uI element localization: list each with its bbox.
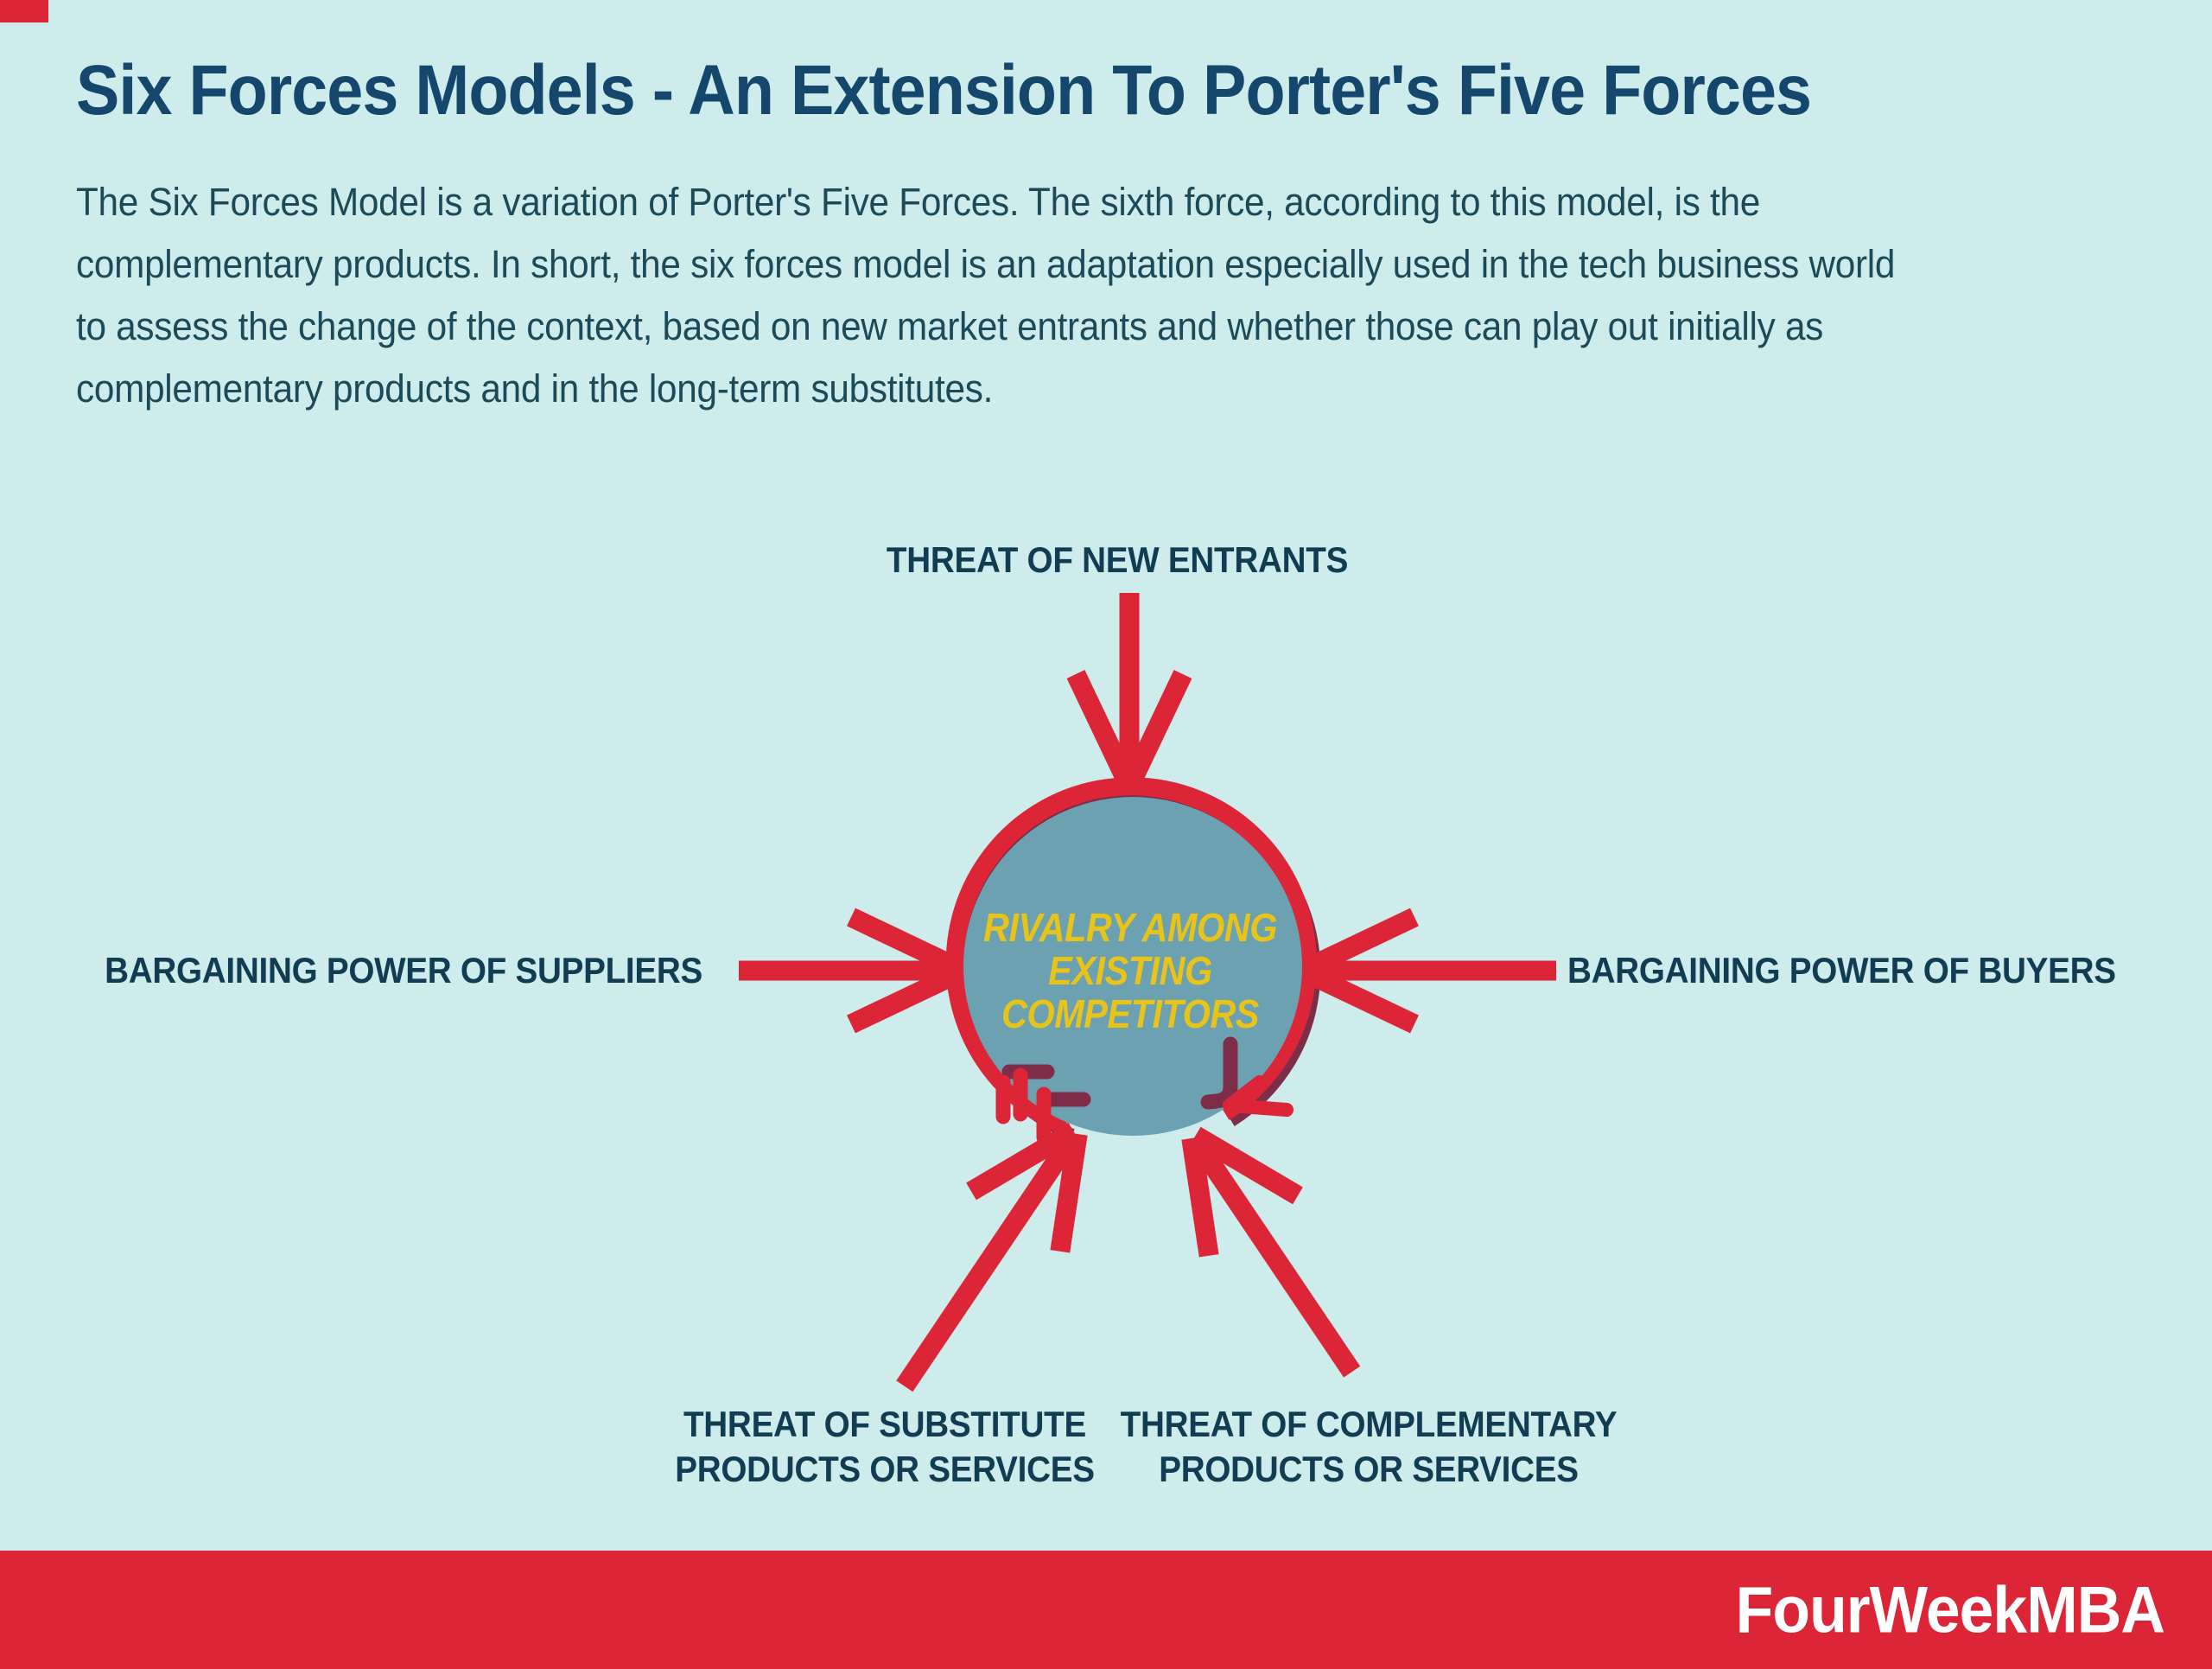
label-threat-substitutes: THREAT OF SUBSTITUTE PRODUCTS OR SERVICE… <box>487 1402 1282 1492</box>
footer-bar: FourWeekMBA <box>0 1551 2212 1669</box>
label-bargaining-power-suppliers: BARGAINING POWER OF SUPPLIERS <box>105 950 702 991</box>
top-left-red-tab <box>0 0 48 22</box>
hook-right <box>1200 1036 1294 1117</box>
paragraph-line: complementary products. In short, the si… <box>76 242 1896 286</box>
brand-logo: FourWeekMBA <box>1735 1573 2165 1647</box>
label-bargaining-power-buyers: BARGAINING POWER OF BUYERS <box>1567 950 2116 991</box>
label-line: PRODUCTS OR SERVICES <box>675 1449 1095 1489</box>
arrow-substitutes <box>896 1122 1088 1392</box>
label-threat-complementary: THREAT OF COMPLEMENTARY PRODUCTS OR SERV… <box>971 1402 1766 1492</box>
ring-arc <box>945 777 1317 1135</box>
intro-paragraph: The Six Forces Model is a variation of P… <box>76 171 2012 420</box>
label-line: THREAT OF SUBSTITUTE <box>683 1404 1087 1444</box>
circle-center-line: COMPETITORS <box>1001 991 1259 1036</box>
circle-center-line: EXISTING <box>1048 948 1212 993</box>
arrow-new-entrants <box>1066 593 1192 786</box>
arrow-buyers <box>1303 908 1556 1034</box>
label-threat-new-entrants: THREAT OF NEW ENTRANTS <box>886 539 1349 580</box>
rivalry-circle <box>963 797 1302 1136</box>
paragraph-line: to assess the change of the context, bas… <box>76 304 1824 348</box>
paragraph-line: complementary products and in the long-t… <box>76 366 994 411</box>
circle-center-label: RIVALRY AMONG EXISTING COMPETITORS <box>897 906 1363 1035</box>
arrow-suppliers <box>739 908 963 1034</box>
label-line: THREAT OF COMPLEMENTARY <box>1120 1404 1618 1444</box>
arrow-complementary <box>1181 1126 1361 1378</box>
page-title: Six Forces Models - An Extension To Port… <box>76 51 1812 130</box>
hook-left <box>995 1064 1091 1145</box>
paragraph-line: The Six Forces Model is a variation of P… <box>76 180 1761 224</box>
circle-center-line: RIVALRY AMONG <box>983 905 1277 950</box>
label-line: PRODUCTS OR SERVICES <box>1159 1449 1579 1489</box>
